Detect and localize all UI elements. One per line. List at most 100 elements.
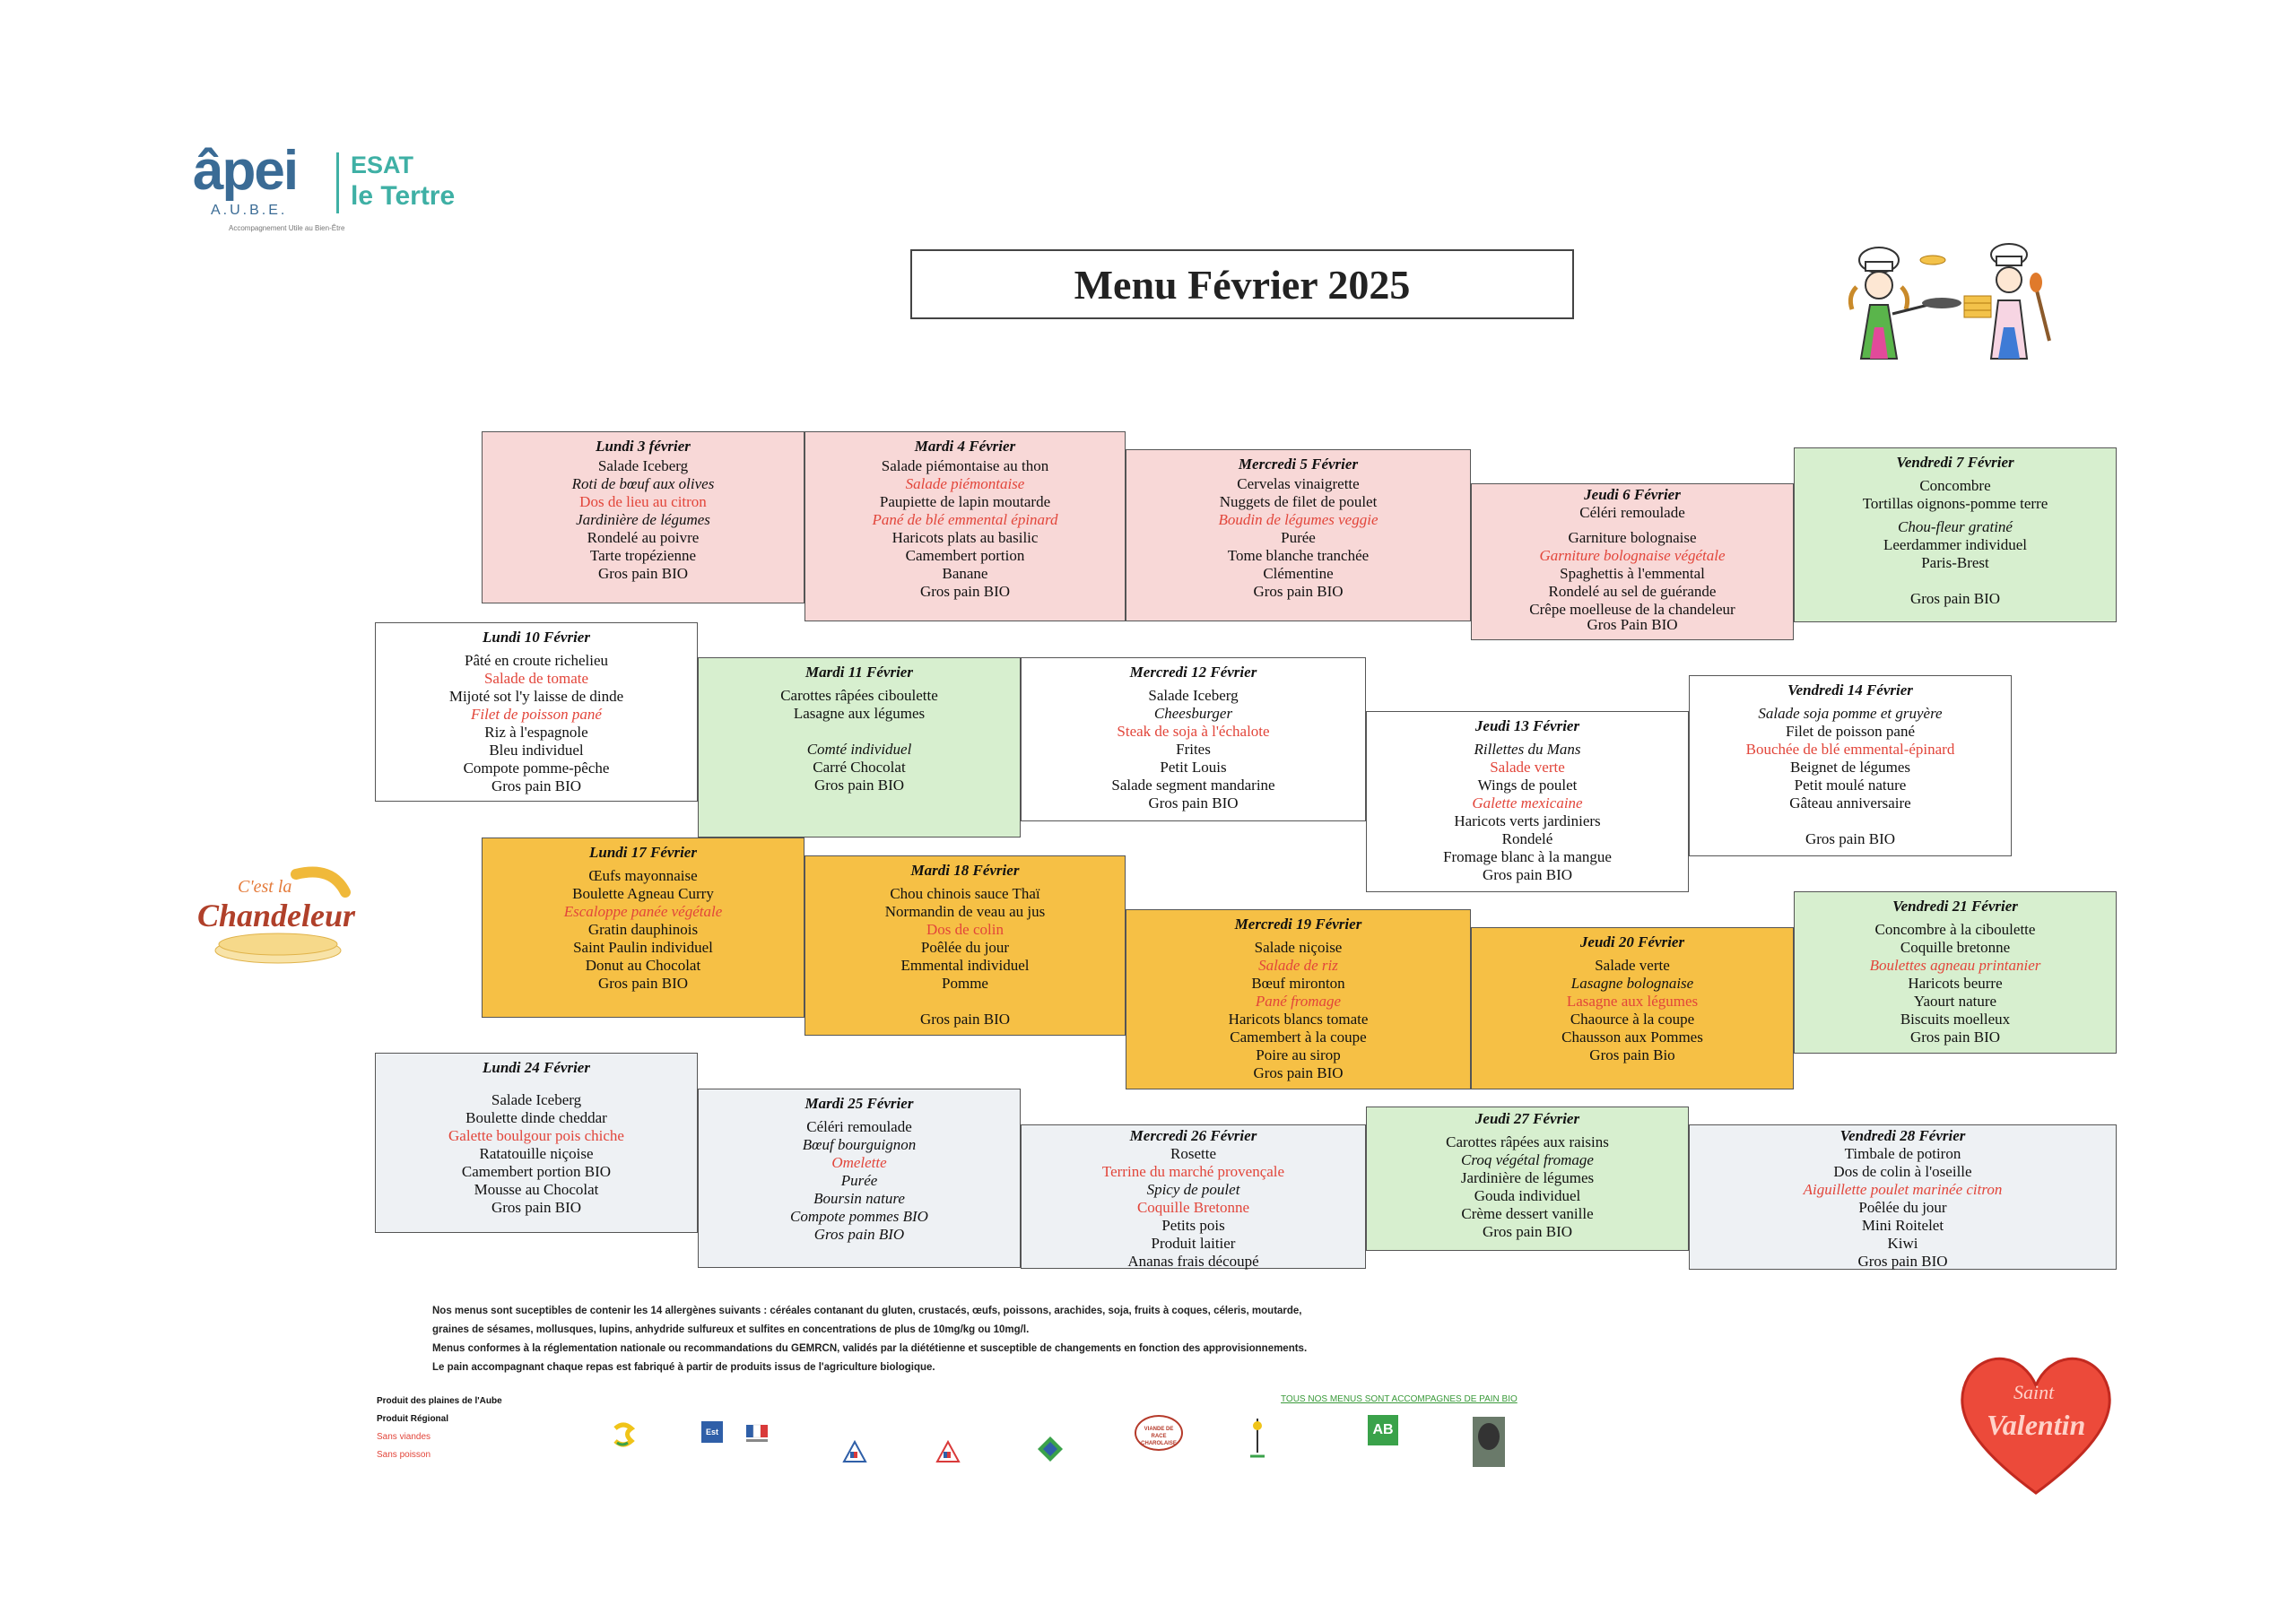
menu-item: Concombre à la ciboulette — [1874, 921, 2036, 938]
france-flag-badge-icon — [746, 1424, 768, 1442]
allergens-note: Nos menus sont suceptibles de contenir l… — [432, 1302, 1598, 1377]
menu-item-vegetarian: Galette boulgour pois chiche — [448, 1127, 624, 1144]
viande-charolaise-badge: VIANDE DE RACE CHAROLAISE — [1135, 1415, 1183, 1451]
menu-item: Nuggets de filet de poulet — [1219, 493, 1378, 510]
menu-item: Crème dessert vanille — [1461, 1205, 1594, 1222]
menu-item-vegetarian: Filet de poisson pané — [471, 706, 602, 723]
menu-item: Salade Iceberg — [1148, 687, 1239, 704]
menu-item: Lasagne aux légumes — [793, 705, 926, 722]
menu-item: Purée — [1281, 529, 1316, 546]
legend-sans-poisson: Sans poisson — [377, 1450, 431, 1460]
fromage-regional-badge-icon — [1473, 1417, 1505, 1467]
menu-item: Boulette dinde cheddar — [465, 1109, 607, 1126]
menu-item: Compote pomme-pêche — [463, 759, 610, 777]
chandeleur-crepes-illustration: C'est la Chandeleur — [197, 866, 356, 964]
logo-tagline: Accompagnement Utile au Bien-Être — [229, 224, 345, 232]
saint-valentin-heart: Saint Valentin — [1961, 1357, 2111, 1495]
menu-card-vendredi-28: Vendredi 28 Février Timbale de potiron D… — [1689, 1124, 2117, 1270]
menu-item: Boursin nature — [813, 1190, 905, 1207]
menu-card-lundi-24: Lundi 24 Février Salade Iceberg Boulette… — [375, 1053, 698, 1233]
origine-france-badge-icon — [842, 1439, 867, 1462]
menu-spacer — [1795, 572, 2116, 590]
legend-produit-regional: Produit Régional — [377, 1414, 448, 1424]
menu-item: Fromage blanc à la mangue — [1443, 848, 1612, 865]
menu-item-vegetarian: Salade de tomate — [483, 670, 589, 687]
menu-item: Rondelé — [1501, 830, 1553, 847]
menu-card-vendredi-7: Vendredi 7 Février Concombre Tortillas o… — [1794, 447, 2117, 622]
menu-item: Filet de poisson pané — [1785, 723, 1915, 740]
menu-item: Coquille bretonne — [1900, 939, 2011, 956]
menu-item: Chou chinois sauce Thaï — [890, 885, 1040, 902]
menu-item: Jardinière de légumes — [1460, 1169, 1595, 1186]
menu-card-mardi-11: Mardi 11 Février Carottes râpées ciboule… — [698, 657, 1021, 838]
menu-day-label: Jeudi 13 Février — [1474, 717, 1580, 734]
menu-item: Jardinière de légumes — [576, 511, 710, 528]
menu-item: Rondelé au sel de guérande — [1548, 583, 1717, 600]
menu-item: Gros pain BIO — [597, 565, 689, 582]
menu-card-vendredi-21: Vendredi 21 Février Concombre à la cibou… — [1794, 891, 2117, 1054]
menu-day-label: Mercredi 12 Février — [1129, 664, 1257, 681]
allergens-line: Menus conformes à la réglementation nati… — [432, 1343, 1308, 1354]
logo-esat-text: ESAT — [351, 152, 414, 178]
chef-girl-right — [1963, 243, 2051, 360]
menu-item: Petit moulé nature — [1794, 777, 1907, 794]
menu-item: Emmental individuel — [900, 957, 1030, 974]
menu-item: Saint Paulin individuel — [573, 939, 713, 956]
menu-item: Biscuits moelleux — [1900, 1011, 2011, 1028]
menu-item: Gros pain BIO — [1148, 794, 1239, 812]
menu-card-jeudi-13: Jeudi 13 Février Rillettes du Mans Salad… — [1366, 711, 1689, 892]
legend-sans-viandes: Sans viandes — [377, 1432, 431, 1442]
menu-item: Yaourt nature — [1913, 993, 1997, 1010]
menu-spacer — [805, 993, 1125, 1011]
menu-item: Gros pain BIO — [813, 777, 905, 794]
menu-spacer — [699, 723, 1020, 741]
menu-item: Poire au sirop — [1256, 1046, 1341, 1063]
menu-day-label: Mardi 11 Février — [805, 664, 913, 681]
allergens-line: Nos menus sont suceptibles de contenir l… — [432, 1306, 1302, 1316]
menu-item-vegetarian: Pané de blé emmental épinard — [872, 511, 1058, 528]
menu-item-vegetarian: Boulettes agneau printanier — [1869, 957, 2041, 974]
logo-apei-text: âpei — [193, 140, 299, 202]
menu-item: Haricots verts jardiniers — [1454, 812, 1601, 829]
bio-bread-note: TOUS NOS MENUS SONT ACCOMPAGNES DE PAIN … — [1281, 1394, 1518, 1404]
menu-day-label: Mardi 18 Février — [910, 862, 1020, 879]
menu-item: Gros pain BIO — [1857, 1253, 1948, 1270]
menu-item: Salade Iceberg — [597, 457, 689, 474]
chandeleur-small-text: C'est la — [238, 877, 291, 897]
menu-item: Salade piémontaise au thon — [881, 457, 1049, 474]
menu-day-label: Mercredi 26 Février — [1129, 1127, 1257, 1144]
menu-item: Gros pain BIO — [597, 975, 689, 992]
menu-item: Gros pain BIO — [1909, 1028, 2001, 1046]
menu-item: Spaghettis à l'emmental — [1560, 565, 1705, 582]
menu-item: Rosette — [1170, 1145, 1216, 1162]
menu-day-label: Lundi 17 Février — [589, 844, 697, 861]
menu-item: Kiwi — [1887, 1235, 1918, 1252]
menu-item-vegetarian: Boudin de légumes veggie — [1218, 511, 1378, 528]
menu-item: Petits pois — [1161, 1217, 1225, 1234]
menu-item: Croq végétal fromage — [1461, 1151, 1594, 1168]
menu-item-vegetarian: Lasagne aux légumes — [1566, 993, 1699, 1010]
menu-card-mercredi-19: Mercredi 19 Février Salade niçoise Salad… — [1126, 909, 1471, 1089]
menu-item-vegetarian: Galette mexicaine — [1472, 794, 1583, 812]
est-region-badge: Est — [701, 1421, 723, 1443]
menu-item-vegetarian: Terrine du marché provençale — [1101, 1163, 1285, 1180]
menu-item: Garniture bolognaise — [1568, 529, 1697, 546]
allergens-line: graines de sésames, mollusques, lupins, … — [432, 1324, 1030, 1335]
menu-item: Chausson aux Pommes — [1561, 1028, 1703, 1046]
apei-esat-logo: âpei A.U.B.E. Accompagnement Utile au Bi… — [193, 143, 489, 233]
menu-item: Gros pain BIO — [1482, 866, 1573, 883]
menu-card-lundi-17: Lundi 17 Février Œufs mayonnaise Boulett… — [482, 838, 804, 1018]
menu-card-vendredi-14: Vendredi 14 Février Salade soja pomme et… — [1689, 675, 2012, 856]
menu-item: Bœuf bourguignon — [802, 1136, 917, 1153]
menu-card-lundi-3: Lundi 3 février Salade Iceberg Roti de b… — [482, 431, 804, 603]
logo-separator — [336, 152, 339, 213]
menu-item: Carottes râpées aux raisins — [1446, 1133, 1609, 1150]
menu-item: Clémentine — [1263, 565, 1334, 582]
menu-item-vegetarian: Escaloppe panée végétale — [563, 903, 723, 920]
menu-item: Dos de colin à l'oseille — [1833, 1163, 1972, 1180]
menu-item: Pâté en croute richelieu — [464, 652, 608, 669]
menu-item: Céléri remoulade — [1579, 504, 1685, 521]
menu-item: Gros pain BIO — [1482, 1223, 1573, 1240]
menu-item: Salade Iceberg — [491, 1091, 582, 1108]
menu-day-label: Lundi 24 Février — [483, 1059, 590, 1076]
